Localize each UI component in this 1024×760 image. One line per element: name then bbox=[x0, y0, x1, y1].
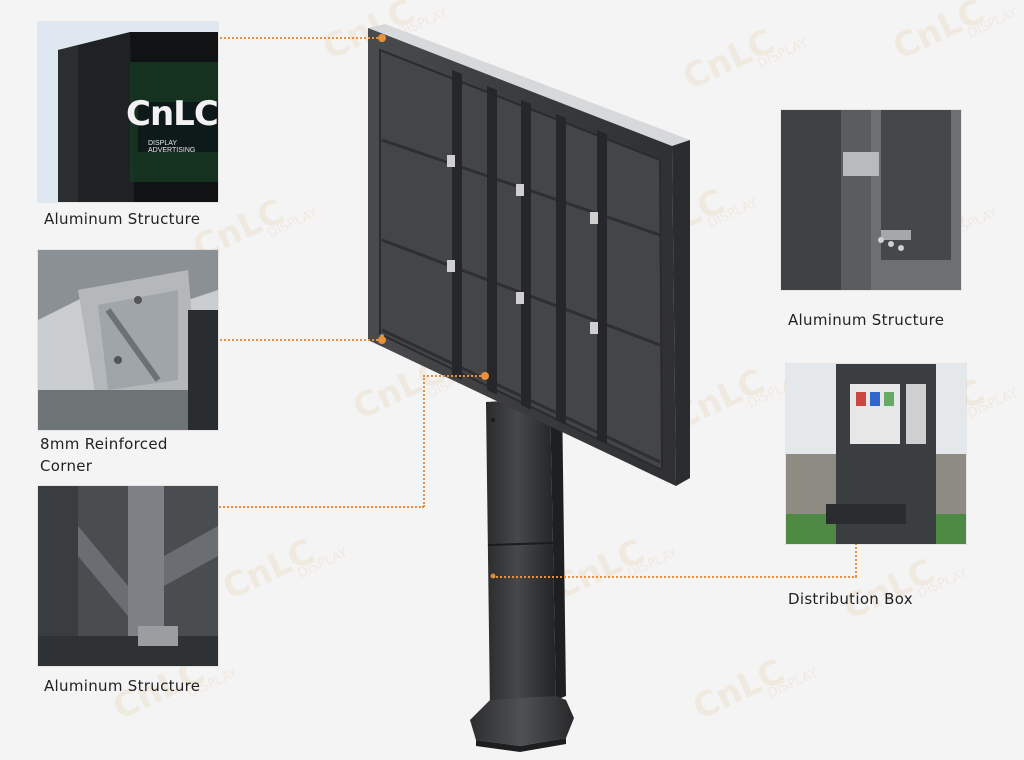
photo-aluminum-structure-top: CnLC DISPLAY ADVERTISING bbox=[38, 22, 218, 202]
photo-aluminum-structure-bottom bbox=[38, 486, 218, 666]
leader-bottom-left-v bbox=[423, 375, 425, 507]
sign-logo-text: CnLC bbox=[126, 94, 218, 134]
photo-aluminum-structure-right bbox=[781, 110, 961, 290]
caption-aluminum-structure-bottom: Aluminum Structure bbox=[44, 677, 201, 695]
leader-dot bbox=[378, 336, 386, 344]
caption-reinforced-corner: 8mm Reinforced Corner bbox=[40, 433, 168, 477]
photo-distribution-box bbox=[786, 364, 966, 544]
support-pole bbox=[486, 394, 566, 710]
caption-distribution-box: Distribution Box bbox=[788, 590, 913, 608]
leader-top-left bbox=[212, 37, 382, 39]
photo-reinforced-corner bbox=[38, 250, 218, 430]
caption-line-2: Corner bbox=[40, 457, 93, 475]
leader-dot bbox=[481, 372, 489, 380]
caption-aluminum-structure-right: Aluminum Structure bbox=[788, 311, 945, 329]
leader-bottom-right-h bbox=[493, 576, 857, 578]
led-cabinet bbox=[368, 24, 690, 486]
leader-bottom-left-h bbox=[212, 506, 424, 508]
leader-dot bbox=[378, 34, 386, 42]
caption-line-1: 8mm Reinforced bbox=[40, 435, 168, 453]
leader-bottom-right-v bbox=[855, 540, 857, 577]
base-plate bbox=[470, 696, 574, 752]
sign-logo-subtext: DISPLAY ADVERTISING bbox=[148, 140, 196, 154]
leader-middle-left bbox=[212, 339, 382, 341]
leader-bottom-left-h2 bbox=[423, 375, 485, 377]
caption-aluminum-structure-top: Aluminum Structure bbox=[44, 210, 201, 228]
